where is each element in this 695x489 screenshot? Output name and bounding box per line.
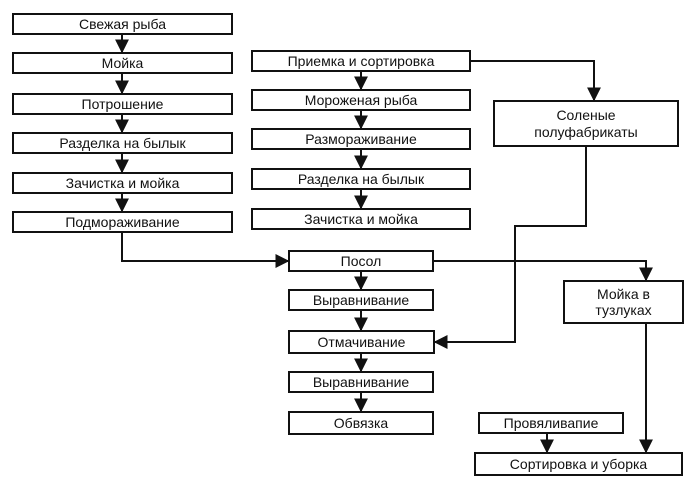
node-label-line2: тузлуках xyxy=(595,302,652,318)
node-cleaning-left: Зачистка и мойка xyxy=(12,172,233,194)
node-label: Размораживание xyxy=(305,130,417,147)
node-tying: Обвязка xyxy=(288,411,434,435)
node-cleaning-right: Зачистка и мойка xyxy=(251,208,471,230)
node-label: Приемка и сортировка xyxy=(287,52,435,69)
node-reception: Приемка и сортировка xyxy=(251,50,471,72)
node-leveling-1: Выравнивание xyxy=(288,289,434,311)
node-fresh-fish: Свежая рыба xyxy=(12,13,233,35)
node-label: Обвязка xyxy=(333,414,389,431)
node-frozen-fish: Мороженая рыба xyxy=(251,89,471,111)
node-label: Разделка на былык xyxy=(297,170,425,187)
node-label: Выравнивание xyxy=(312,373,410,390)
node-salting: Посол xyxy=(288,250,434,272)
node-label: Сортировка и уборка xyxy=(509,455,648,472)
node-soaking: Отмачивание xyxy=(288,330,435,354)
node-sorting: Сортировка и уборка xyxy=(474,452,683,476)
node-label-line2: полуфабрикаты xyxy=(534,123,638,140)
node-wash-in-brine: Мойка в тузлуках xyxy=(563,280,684,324)
node-label: Зачистка и мойка xyxy=(304,210,418,227)
node-label: Мороженая рыба xyxy=(304,91,418,108)
node-leveling-2: Выравнивание xyxy=(288,371,434,393)
node-label-line1: Соленые xyxy=(556,107,616,124)
node-cutting-left: Разделка на былык xyxy=(12,132,233,154)
node-gutting: Потрошение xyxy=(12,93,233,115)
node-subfreezing: Подмораживание xyxy=(12,211,233,233)
node-label: Выравнивание xyxy=(312,291,410,308)
node-drying: Провяливапие xyxy=(478,412,624,434)
arrow-salted-to-soaking xyxy=(433,147,587,349)
node-washing: Мойка xyxy=(12,52,233,74)
node-label-line1: Мойка в xyxy=(597,285,650,302)
arrow-reception-to-salted xyxy=(471,60,601,102)
node-label: Отмачивание xyxy=(317,333,406,350)
node-label: Свежая рыба xyxy=(79,15,166,32)
node-cutting-right: Разделка на былык xyxy=(251,168,471,190)
arrow-subfreezing-to-salting xyxy=(121,233,290,268)
node-label: Провяливапие xyxy=(503,414,599,431)
arrow-salting-to-wash-brine xyxy=(434,260,653,282)
node-label: Зачистка и мойка xyxy=(65,174,180,191)
node-label: Посол xyxy=(340,252,382,269)
node-label: Мойка xyxy=(101,54,144,71)
node-salted-semifinished: Соленые полуфабрикаты xyxy=(493,100,679,147)
node-defrosting: Размораживание xyxy=(251,128,471,150)
node-label: Потрошение xyxy=(81,95,164,112)
node-label: Разделка на былык xyxy=(59,134,186,151)
node-label: Подмораживание xyxy=(65,213,180,230)
